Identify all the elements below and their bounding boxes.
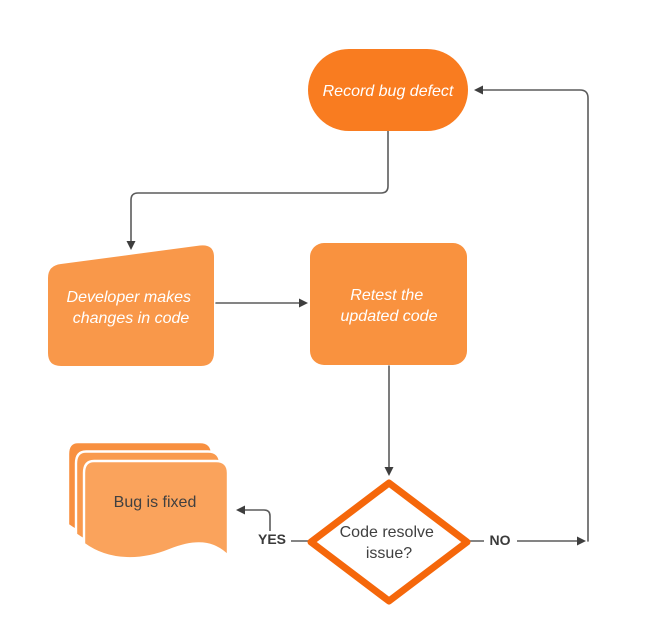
node-retest-line1: Retest the [350, 287, 423, 304]
node-developer-line1: Developer makes [67, 289, 192, 306]
node-retest: Retest the updated code [310, 243, 467, 365]
node-bug-fixed: Bug is fixed [66, 440, 230, 560]
node-decision-line1: Code resolve [340, 524, 434, 541]
edge-record-to-developer [126, 130, 389, 250]
node-decision: Code resolve issue? [307, 479, 471, 605]
no-label-bg [484, 532, 517, 548]
edge-label-no: NO [490, 532, 511, 548]
node-developer-changes-label: Developer makes changes in code [67, 289, 196, 327]
process-shape [310, 243, 467, 365]
node-bug-fixed-label: Bug is fixed [114, 494, 197, 511]
edge-no-loop-to-record [474, 85, 589, 542]
manual-operation-shape [48, 245, 214, 366]
edge-label-yes: YES [258, 531, 286, 547]
decision-shape [307, 479, 471, 605]
document-sheet-front [82, 459, 230, 560]
node-record-bug: Record bug defect [308, 49, 468, 131]
node-retest-label: Retest the updated code [341, 287, 438, 325]
yes-label-bg [253, 531, 291, 547]
node-record-bug-label: Record bug defect [323, 83, 454, 100]
terminator-shape [308, 49, 468, 131]
node-decision-line2: issue? [366, 545, 412, 562]
node-developer-line2: changes in code [73, 310, 190, 327]
node-decision-label: Code resolve issue? [340, 524, 439, 562]
node-developer-changes: Developer makes changes in code [48, 245, 214, 366]
node-retest-line2: updated code [341, 308, 438, 325]
